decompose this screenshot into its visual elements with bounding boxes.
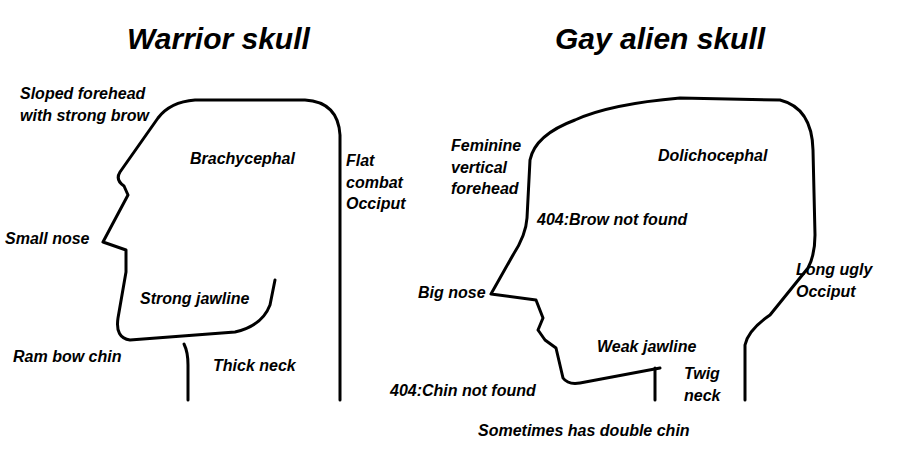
annotation: Long ugly Occiput [796, 259, 891, 302]
annotation: Sloped forehead with strong brow [20, 83, 170, 126]
annotation: Weak jawline [597, 336, 696, 358]
alien-neck [654, 368, 657, 400]
annotation: Ram bow chin [13, 346, 121, 368]
annotation: Twig neck [684, 363, 736, 406]
annotation: Big nose [418, 282, 486, 304]
warrior-neck [184, 344, 188, 400]
annotation: 404:Brow not found [537, 209, 687, 231]
annotation: 404:Chin not found [390, 380, 536, 402]
annotation: Brachycephal [190, 148, 295, 170]
warrior-head-outline [103, 100, 340, 400]
alien-head-outline [491, 98, 815, 400]
annotation: Strong jawline [140, 288, 249, 310]
annotation: Dolichocephal [658, 145, 767, 167]
panel-title: Gay alien skull [555, 22, 765, 55]
panel-title: Warrior skull [127, 22, 310, 55]
annotation: Small nose [5, 228, 89, 250]
annotation: Thick neck [213, 355, 296, 377]
annotation: Sometimes has double chin [478, 420, 690, 442]
annotation: Feminine vertical forehead [451, 135, 531, 200]
annotation: Flat combat Occiput [346, 150, 416, 215]
